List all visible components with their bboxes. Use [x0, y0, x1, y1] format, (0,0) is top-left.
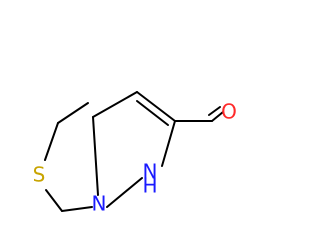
structure-canvas: S N N H O: [33, 91, 237, 216]
bond-c5-to-nh: [161, 120, 176, 167]
atom-label-nh-n: N: [143, 160, 158, 184]
atom-label-s: S: [33, 163, 46, 187]
bond-aldehyde-co-2: [208, 106, 221, 116]
bond-s-to-c3: [45, 189, 63, 212]
bond-c3-to-n1: [61, 206, 93, 212]
atom-label-o: O: [221, 100, 237, 124]
bond-c1-to-c3a: [57, 102, 89, 124]
bond-s-to-c1: [44, 122, 59, 161]
atom-labels: S N N H O: [33, 100, 237, 216]
bond-c3a-to-c4: [92, 91, 138, 118]
atom-label-n1: N: [92, 192, 107, 216]
bond-c4-to-c5-double: [136, 100, 169, 126]
atom-label-nh-h: H: [142, 174, 157, 198]
bond-c4-to-c5: [136, 91, 176, 122]
bond-nh-to-n1: [106, 177, 143, 208]
molecule-drawing: [44, 91, 224, 212]
bond-aldehyde-co-1: [211, 111, 224, 122]
bond-n1-to-c3a: [92, 116, 99, 196]
